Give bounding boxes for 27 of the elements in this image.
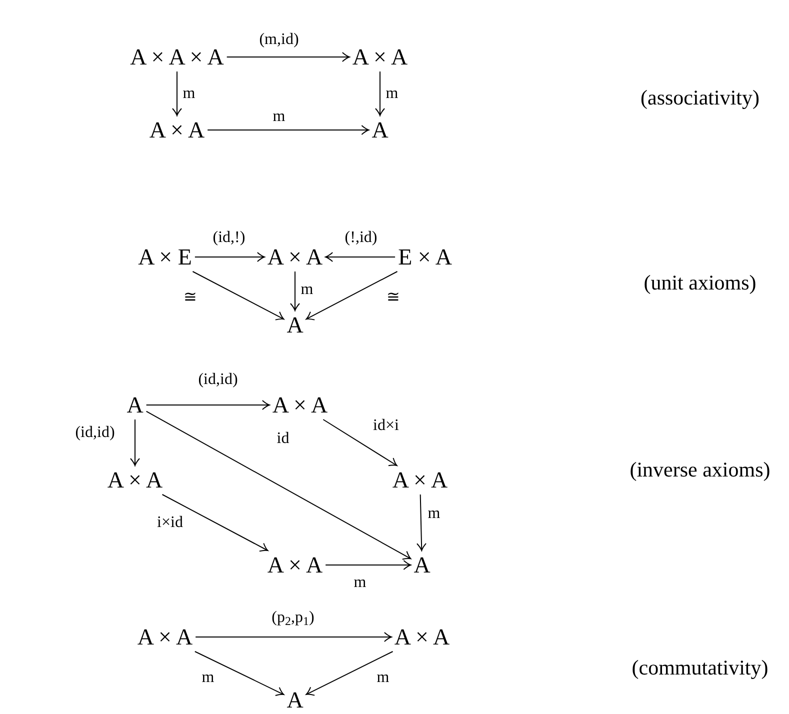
edge-label: (!,id): [344, 230, 378, 246]
math-object: A × A: [394, 626, 450, 648]
math-object: A × A: [267, 246, 323, 268]
math-object: A: [286, 314, 304, 336]
math-object: A × E: [138, 246, 192, 268]
math-object: A × A: [107, 468, 163, 492]
math-object: A: [126, 394, 144, 416]
math-object: A: [286, 688, 304, 712]
edge-label: (id,!): [212, 230, 246, 246]
math-object: A × A: [149, 118, 205, 142]
math-object: A: [372, 118, 388, 142]
edge-label: (p$_{2}$,p$_{1}$): [270, 610, 316, 626]
axiom-name: (associativity): [640, 88, 760, 108]
math-object: A × A: [267, 554, 323, 576]
math-object: A: [414, 554, 430, 576]
axiom-name: (inverse axioms): [630, 460, 770, 480]
edge-label: (m,id): [258, 32, 300, 48]
math-object: A × A × A: [130, 46, 224, 68]
math-object: E × A: [398, 246, 452, 268]
axiom-name: (commutativity): [632, 658, 768, 678]
math-object: A × A: [272, 394, 328, 416]
axiom-name: (unit axioms): [644, 272, 756, 294]
edge-label: (id,id): [197, 372, 239, 388]
edge-label: (id,id): [74, 425, 116, 441]
math-object: A × A: [137, 626, 193, 648]
math-object: A × A: [392, 468, 448, 492]
math-object: A × A: [352, 46, 408, 68]
